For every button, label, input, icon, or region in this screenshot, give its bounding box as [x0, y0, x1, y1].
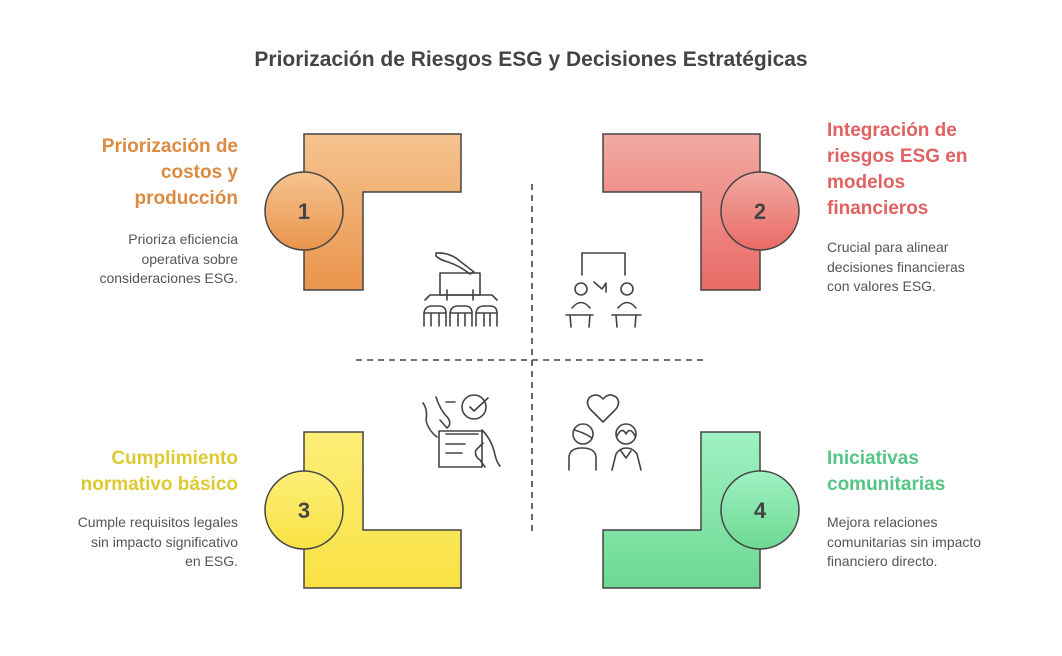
- quadrant-1-description: Prioriza eficiencia operativa sobre cons…: [99, 231, 238, 286]
- page-title: Priorización de Riesgos ESG y Decisiones…: [254, 48, 808, 71]
- quadrant-3-shape: [303, 431, 462, 589]
- quadrant-2-description: Crucial para alinear decisiones financie…: [827, 239, 965, 294]
- quadrant-3-number: 3: [298, 498, 310, 523]
- quadrant-1-shape: [303, 133, 462, 291]
- quadrant-1-heading: Priorización de costos y producción: [101, 136, 238, 209]
- factory-production-icon: [423, 252, 498, 327]
- quadrant-3-description: Cumple requisitos legales sin impacto si…: [77, 514, 238, 569]
- quadrant-4-number: 4: [754, 498, 767, 523]
- quadrant-4-circle: [720, 470, 800, 550]
- quadrant-1-circle: [264, 171, 344, 251]
- quadrant-4-heading: Iniciativas comunitarias: [827, 448, 946, 495]
- quadrant-4-description: Mejora relaciones comunitarias sin impac…: [827, 514, 982, 569]
- quadrant-3-circle: [264, 470, 344, 550]
- quadrant-3-heading: Cumplimiento normativo básico: [80, 448, 238, 495]
- quadrant-4-shape: [602, 431, 761, 589]
- checklist-document-icon: [422, 394, 501, 468]
- quadrant-2-number: 2: [754, 199, 766, 224]
- quadrant-2-shape: [602, 133, 761, 291]
- quadrant-2-heading: Integración de riesgos ESG en modelos fi…: [827, 120, 968, 219]
- quadrant-2-circle: [720, 171, 800, 251]
- community-heart-icon: [568, 394, 642, 471]
- meeting-discussion-icon: [565, 252, 642, 328]
- quadrant-1-number: 1: [298, 199, 310, 224]
